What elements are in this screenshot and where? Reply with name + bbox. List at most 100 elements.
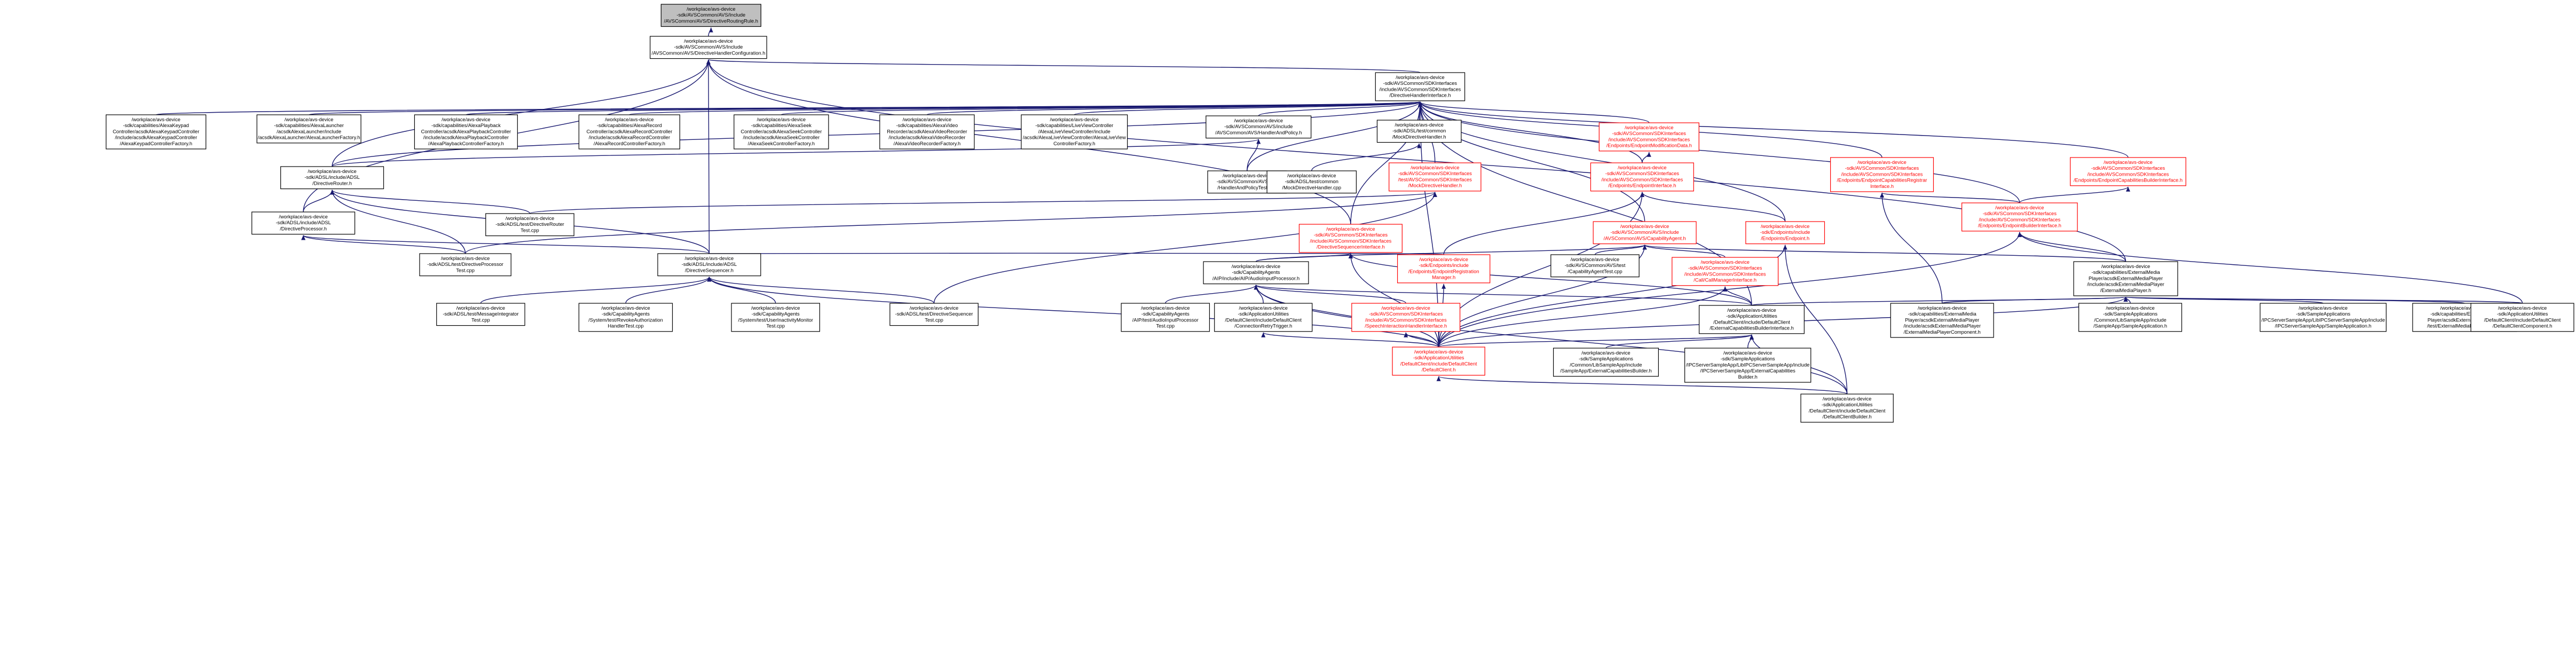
node-box[interactable] — [251, 211, 356, 235]
node-extmedia[interactable]: /workplace/avs-device-sdk/capabilities/E… — [2073, 261, 2178, 296]
node-extcaplib[interactable]: /workplace/avs-device-sdk/SampleApplicat… — [1553, 348, 1659, 377]
node-box[interactable] — [1590, 162, 1694, 192]
node-liveview[interactable]: /workplace/avs-device-sdk/capabilities/L… — [1021, 114, 1128, 150]
node-endpointh[interactable]: /workplace/avs-device-sdk/Endpoints/incl… — [1745, 221, 1825, 245]
node-record[interactable]: /workplace/avs-device-sdk/capabilities/A… — [578, 114, 680, 150]
node-box[interactable] — [1800, 394, 1894, 423]
node-procTest[interactable]: /workplace/avs-device-sdk/ADSL/test/Dire… — [419, 253, 511, 277]
node-box[interactable] — [1698, 305, 1805, 334]
node-box[interactable] — [734, 114, 829, 150]
node-box[interactable] — [1121, 303, 1210, 332]
node-handlerpolicy[interactable]: /workplace/avs-device-sdk/AVSCommon/AVS/… — [1206, 115, 1312, 139]
node-dhi[interactable]: /workplace/avs-device-sdk/AVSCommon/SDKI… — [1375, 72, 1466, 101]
node-playback[interactable]: /workplace/avs-device-sdk/capabilities/A… — [414, 114, 518, 150]
node-emcomp[interactable]: /workplace/avs-device-sdk/capabilities/E… — [1890, 303, 1994, 338]
node-mockdh[interactable]: /workplace/avs-device-sdk/ADSL/test/comm… — [1376, 120, 1462, 143]
node-dcbuilder[interactable]: /workplace/avs-device-sdk/ApplicationUti… — [1800, 394, 1894, 423]
node-box[interactable] — [1598, 122, 1699, 152]
node-box[interactable] — [657, 253, 761, 277]
node-aip[interactable]: /workplace/avs-device-sdk/CapabilityAgen… — [1203, 261, 1309, 285]
node-connretry[interactable]: /workplace/avs-device-sdk/ApplicationUti… — [1214, 303, 1313, 332]
node-speechint[interactable]: /workplace/avs-device-sdk/AVSCommon/SDKI… — [1351, 303, 1461, 332]
node-box[interactable] — [1672, 257, 1779, 286]
node-aiptest[interactable]: /workplace/avs-device-sdk/CapabilityAgen… — [1121, 303, 1210, 332]
node-dccomp[interactable]: /workplace/avs-device-sdk/ApplicationUti… — [2470, 303, 2574, 332]
node-box[interactable] — [1266, 170, 1357, 194]
node-box[interactable] — [1553, 348, 1659, 377]
node-extcapipc[interactable]: /workplace/avs-device-sdk/SampleApplicat… — [1684, 348, 1811, 383]
node-seqtest[interactable]: /workplace/avs-device-sdk/ADSL/test/Dire… — [889, 303, 979, 326]
node-box[interactable] — [414, 114, 518, 150]
node-label-line: Test.cpp — [456, 268, 475, 273]
node-defclient[interactable]: /workplace/avs-device-sdk/ApplicationUti… — [1392, 347, 1485, 376]
node-box[interactable] — [1392, 347, 1485, 376]
node-box[interactable] — [1397, 254, 1491, 284]
node-box[interactable] — [436, 303, 525, 326]
node-label-line: -sdk/AVSCommon/AVS/include — [1610, 230, 1679, 235]
node-routertest[interactable]: /workplace/avs-device-sdk/ADSL/test/Dire… — [485, 213, 574, 237]
node-box[interactable] — [106, 114, 207, 150]
node-box[interactable] — [2073, 261, 2178, 296]
node-directiverouter[interactable]: /workplace/avs-device-sdk/ADSL/include/A… — [280, 166, 384, 190]
node-box[interactable] — [2259, 303, 2387, 332]
node-box[interactable] — [1021, 114, 1128, 150]
node-box[interactable] — [485, 213, 574, 237]
node-box[interactable] — [889, 303, 979, 326]
node-revoke[interactable]: /workplace/avs-device-sdk/CapabilityAgen… — [578, 303, 673, 332]
node-callmgr[interactable]: /workplace/avs-device-sdk/AVSCommon/SDKI… — [1672, 257, 1779, 286]
node-box[interactable] — [578, 303, 673, 332]
node-box[interactable] — [2078, 303, 2183, 332]
node-box[interactable] — [1389, 162, 1482, 192]
node-box[interactable] — [2470, 303, 2574, 332]
node-box[interactable] — [2070, 157, 2186, 186]
node-box[interactable] — [1203, 261, 1309, 285]
node-box[interactable] — [1593, 221, 1697, 245]
node-box[interactable] — [419, 253, 511, 277]
node-extcapbuilder[interactable]: /workplace/avs-device-sdk/ApplicationUti… — [1698, 305, 1805, 334]
node-box[interactable] — [1961, 202, 2078, 232]
node-box[interactable] — [1376, 120, 1462, 143]
node-mockdhi[interactable]: /workplace/avs-device-sdk/AVSCommon/SDKI… — [1389, 162, 1482, 192]
node-epreg[interactable]: /workplace/avs-device-sdk/Endpoints/incl… — [1397, 254, 1491, 284]
node-endpointiface[interactable]: /workplace/avs-device-sdk/AVSCommon/SDKI… — [1590, 162, 1694, 192]
node-box[interactable] — [1375, 72, 1466, 101]
node-box[interactable] — [1890, 303, 1994, 338]
node-ipcsample[interactable]: /workplace/avs-device-sdk/SampleApplicat… — [2259, 303, 2387, 332]
node-dsi[interactable]: /workplace/avs-device-sdk/AVSCommon/SDKI… — [1298, 224, 1403, 253]
node-box[interactable] — [1214, 303, 1313, 332]
node-box[interactable] — [256, 114, 361, 144]
node-box[interactable] — [660, 4, 761, 27]
node-box[interactable] — [1745, 221, 1825, 245]
node-launcher[interactable]: /workplace/avs-device-sdk/capabilities/A… — [256, 114, 361, 144]
node-sequencer[interactable]: /workplace/avs-device-sdk/ADSL/include/A… — [657, 253, 761, 277]
node-label-line: -sdk/ApplicationUtilities — [2497, 311, 2548, 317]
node-catest[interactable]: /workplace/avs-device-sdk/AVSCommon/AVS/… — [1550, 254, 1640, 278]
node-box[interactable] — [1298, 224, 1403, 253]
node-videorec[interactable]: /workplace/avs-device-sdk/capabilities/A… — [879, 114, 975, 150]
node-dirproc[interactable]: /workplace/avs-device-sdk/ADSL/include/A… — [251, 211, 356, 235]
node-box[interactable] — [1684, 348, 1811, 383]
node-box[interactable] — [1550, 254, 1640, 278]
node-endpointbuilder[interactable]: /workplace/avs-device-sdk/AVSCommon/SDKI… — [1961, 202, 2078, 232]
node-endpointmod[interactable]: /workplace/avs-device-sdk/AVSCommon/SDKI… — [1598, 122, 1699, 152]
node-box[interactable] — [1206, 115, 1312, 139]
node-box[interactable] — [1830, 157, 1934, 192]
node-dhc[interactable]: /workplace/avs-device-sdk/AVSCommon/AVS/… — [650, 36, 767, 59]
node-keypad[interactable]: /workplace/avs-device-sdk/capabilities/A… — [106, 114, 207, 150]
node-box[interactable] — [280, 166, 384, 190]
node-label-line: -sdk/ADSL/test/common — [1392, 128, 1446, 133]
node-endpointcapbuilder[interactable]: /workplace/avs-device-sdk/AVSCommon/SDKI… — [2070, 157, 2186, 186]
node-mockdhcpp[interactable]: /workplace/avs-device-sdk/ADSL/test/comm… — [1266, 170, 1357, 194]
node-box[interactable] — [1351, 303, 1461, 332]
node-sampleapp[interactable]: /workplace/avs-device-sdk/SampleApplicat… — [2078, 303, 2183, 332]
node-box[interactable] — [578, 114, 680, 150]
node-root[interactable]: /workplace/avs-device-sdk/AVSCommon/AVS/… — [660, 4, 761, 27]
node-endpointcapreg[interactable]: /workplace/avs-device-sdk/AVSCommon/SDKI… — [1830, 157, 1934, 192]
node-box[interactable] — [650, 36, 767, 59]
node-box[interactable] — [731, 303, 820, 332]
node-usermon[interactable]: /workplace/avs-device-sdk/CapabilityAgen… — [731, 303, 820, 332]
node-seek[interactable]: /workplace/avs-device-sdk/capabilities/A… — [734, 114, 829, 150]
node-capagent[interactable]: /workplace/avs-device-sdk/AVSCommon/AVS/… — [1593, 221, 1697, 245]
node-msginteg[interactable]: /workplace/avs-device-sdk/ADSL/test/Mess… — [436, 303, 525, 326]
node-box[interactable] — [879, 114, 975, 150]
